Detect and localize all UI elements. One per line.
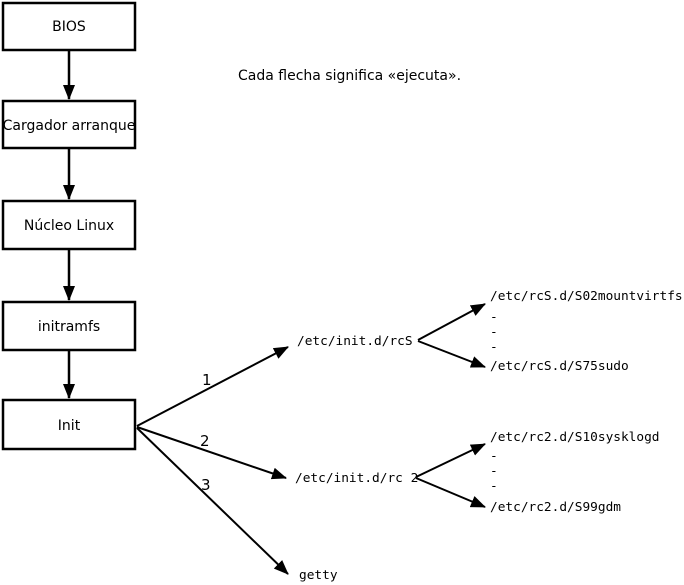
rc2-ellipsis-dash: - bbox=[490, 449, 498, 464]
box-bios bbox=[1, 1, 137, 52]
box-init-label: Init bbox=[58, 418, 81, 434]
arrow-init-to-rc2 bbox=[136, 426, 287, 480]
rcs-ellipsis-dash: - bbox=[490, 340, 498, 355]
arrow-rc2-to-last bbox=[415, 477, 486, 508]
rcs-ellipsis-dash: - bbox=[490, 325, 498, 340]
rc2-fanout: /etc/rc2.d/S10sysklogd - - - /etc/rc2.d/… bbox=[415, 430, 660, 515]
init-fanout: 1 2 3 /etc/init.d/rcS /etc/init.d/rc 2 g… bbox=[136, 334, 418, 583]
box-initramfs-label: initramfs bbox=[38, 319, 100, 335]
box-kernel-label: Núcleo Linux bbox=[24, 218, 114, 234]
edge-label-1: 1 bbox=[202, 371, 212, 389]
rc2-ellipsis-dash: - bbox=[490, 464, 498, 479]
box-bios-label: BIOS bbox=[52, 19, 86, 35]
box-bootloader-label: Cargador arranque bbox=[3, 118, 136, 134]
rcs-ellipsis-dash: - bbox=[490, 310, 498, 325]
node-rc2-label: /etc/init.d/rc 2 bbox=[295, 471, 418, 486]
arrow-rc2-to-first bbox=[415, 443, 486, 478]
arrow-rcs-to-first bbox=[417, 303, 486, 341]
arrow-init-to-getty bbox=[136, 427, 289, 575]
note-text: Cada flecha significa «ejecuta». bbox=[238, 68, 461, 84]
rc2-script-first: /etc/rc2.d/S10sysklogd bbox=[490, 430, 660, 445]
node-rcs-label: /etc/init.d/rcS bbox=[297, 334, 413, 349]
edge-label-3: 3 bbox=[201, 476, 211, 494]
box-initramfs bbox=[1, 300, 137, 352]
box-init bbox=[1, 398, 137, 451]
arrow-rcs-to-last bbox=[417, 340, 486, 368]
arrow-init-to-rcs bbox=[136, 346, 289, 427]
boot-chain: BIOS Cargador arranque Núcleo Linux init… bbox=[1, 1, 137, 451]
node-getty-label: getty bbox=[299, 568, 338, 583]
rcs-script-last: /etc/rcS.d/S75sudo bbox=[490, 359, 629, 374]
rcs-fanout: /etc/rcS.d/S02mountvirtfs - - - /etc/rcS… bbox=[417, 289, 683, 374]
rc2-ellipsis-dash: - bbox=[490, 479, 498, 494]
edge-label-2: 2 bbox=[200, 432, 210, 450]
rc2-script-last: /etc/rc2.d/S99gdm bbox=[490, 500, 621, 515]
rcs-script-first: /etc/rcS.d/S02mountvirtfs bbox=[490, 289, 683, 304]
